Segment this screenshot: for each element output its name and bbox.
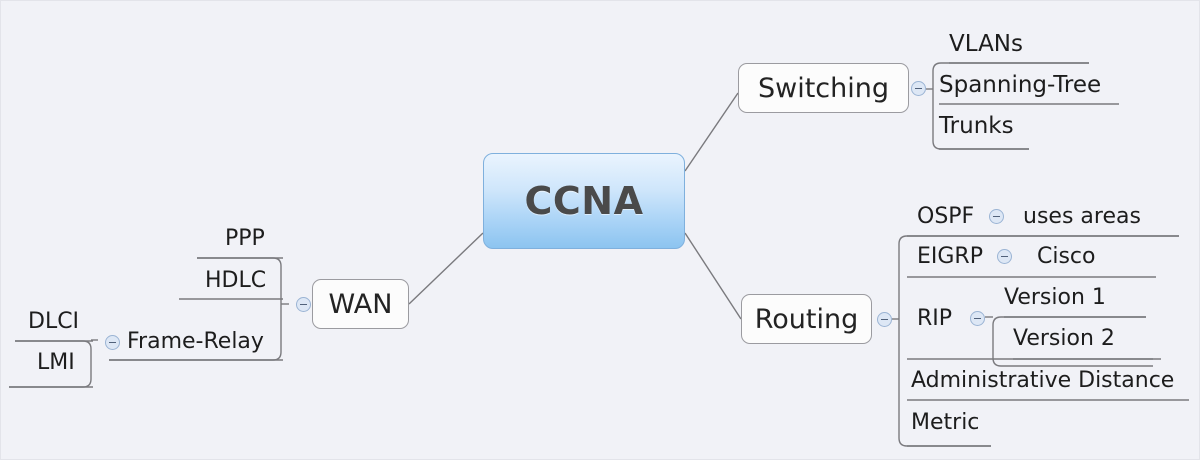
- minus-icon: [881, 319, 888, 320]
- node-uses-areas[interactable]: uses areas: [1023, 204, 1141, 229]
- node-wan[interactable]: WAN: [312, 279, 409, 329]
- wire-root-to-switching: [684, 92, 739, 172]
- node-ppp[interactable]: PPP: [225, 226, 265, 251]
- collapse-toggle-ospf[interactable]: [989, 209, 1004, 224]
- root-node-ccna[interactable]: CCNA: [483, 153, 685, 249]
- node-routing-label: Routing: [754, 303, 859, 335]
- node-switching-label: Switching: [757, 72, 890, 104]
- node-version-1[interactable]: Version 1: [1004, 285, 1106, 310]
- collapse-toggle-rip[interactable]: [970, 311, 985, 326]
- minus-icon: [300, 304, 307, 305]
- wire-root-to-routing: [684, 232, 742, 320]
- minus-icon: [993, 216, 1000, 217]
- node-hdlc[interactable]: HDLC: [205, 268, 267, 293]
- node-switching[interactable]: Switching: [738, 63, 909, 113]
- node-version-2[interactable]: Version 2: [1013, 326, 1115, 351]
- collapse-toggle-routing[interactable]: [877, 312, 892, 327]
- minus-icon: [915, 88, 922, 89]
- minus-icon: [109, 342, 116, 343]
- node-frame-relay[interactable]: Frame-Relay: [127, 329, 264, 354]
- node-wan-label: WAN: [328, 288, 393, 320]
- node-dlci[interactable]: DLCI: [28, 309, 80, 334]
- collapse-toggle-eigrp[interactable]: [997, 249, 1012, 264]
- node-vlans[interactable]: VLANs: [949, 31, 1023, 57]
- node-metric[interactable]: Metric: [911, 410, 980, 435]
- node-lmi[interactable]: LMI: [37, 350, 75, 375]
- node-trunks[interactable]: Trunks: [939, 113, 1014, 139]
- wire-root-to-wan: [408, 232, 484, 305]
- root-node-label: CCNA: [524, 179, 644, 223]
- minus-icon: [1001, 256, 1008, 257]
- collapse-toggle-frame-relay[interactable]: [105, 335, 120, 350]
- node-administrative-distance[interactable]: Administrative Distance: [911, 368, 1175, 393]
- node-eigrp[interactable]: EIGRP: [917, 244, 983, 269]
- node-spanning-tree[interactable]: Spanning-Tree: [939, 72, 1102, 98]
- node-ospf[interactable]: OSPF: [917, 204, 975, 229]
- node-rip[interactable]: RIP: [917, 306, 953, 331]
- node-cisco[interactable]: Cisco: [1037, 244, 1096, 269]
- collapse-toggle-wan[interactable]: [296, 297, 311, 312]
- node-routing[interactable]: Routing: [741, 294, 872, 344]
- collapse-toggle-switching[interactable]: [911, 81, 926, 96]
- minus-icon: [974, 318, 981, 319]
